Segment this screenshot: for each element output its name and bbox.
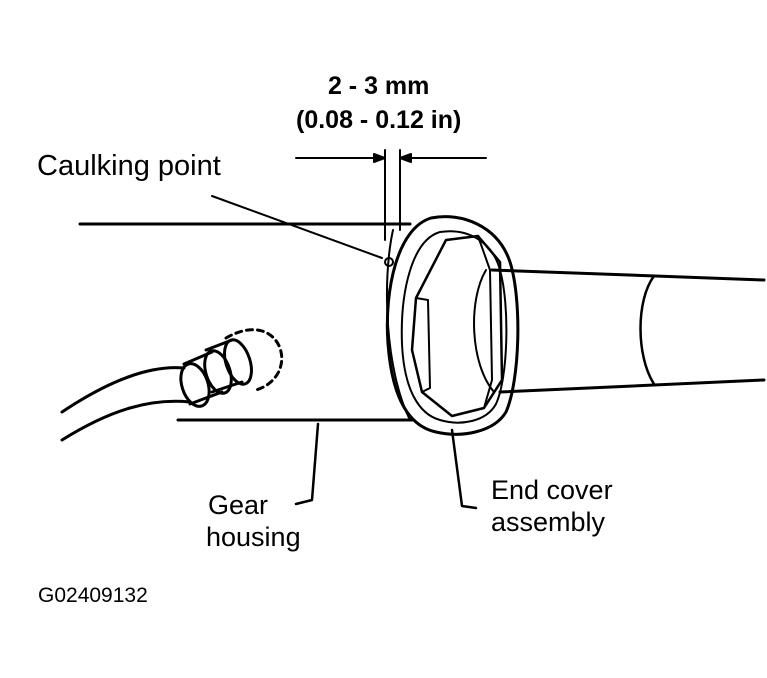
dimension-label: 2 - 3 mm (0.08 - 0.12 in) — [296, 70, 461, 138]
gear-housing-body — [78, 222, 414, 422]
caulking-point-label: Caulking point — [37, 150, 221, 182]
dimension-indicator — [295, 149, 487, 241]
end-cover-line2: assembly — [491, 507, 606, 538]
gear-housing-line2: housing — [206, 522, 301, 553]
gear-housing-leader — [294, 422, 320, 506]
caulking-point-marker — [211, 195, 394, 267]
shaft — [473, 268, 766, 394]
hose-fitting — [60, 328, 284, 442]
gear-housing-label: Gear housing — [206, 489, 301, 554]
end-cover-assembly-label: End cover assembly — [491, 474, 613, 539]
gear-housing-line1: Gear — [208, 490, 269, 520]
end-cover-line1: End cover — [491, 475, 613, 505]
end-cover-leader — [450, 428, 478, 510]
dimension-mm-text: 2 - 3 mm — [327, 72, 430, 100]
dimension-in-text: (0.08 - 0.12 in) — [296, 105, 462, 134]
figure-id-code: G02409132 — [38, 584, 148, 607]
end-cover-assembly — [385, 215, 520, 436]
